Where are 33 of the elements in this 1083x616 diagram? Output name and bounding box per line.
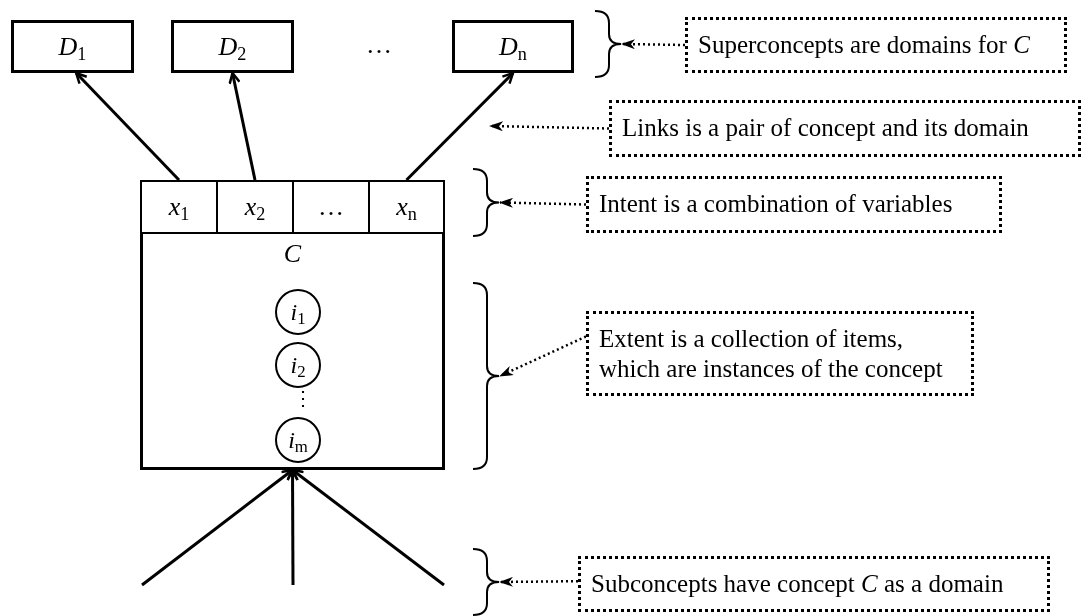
variable-cell: x$_{n}$ <box>368 180 445 234</box>
concept-label: C <box>282 239 303 269</box>
callout-box: Intent is a combination of variables <box>586 176 1002 233</box>
concept-box <box>140 180 445 470</box>
curly-bracket <box>472 548 500 616</box>
arrow <box>291 468 445 587</box>
item-circle: i$_{m}$ <box>275 417 321 463</box>
vertical-ellipsis: ⋮ <box>293 388 313 408</box>
callout-box: Subconcepts have concept C as a domain <box>578 556 1050 612</box>
arrow <box>74 71 181 182</box>
domain-box: D$_{1}$ <box>11 20 134 73</box>
variable-cell: x$_{2}$ <box>216 180 294 234</box>
arrow <box>141 468 294 587</box>
arrow <box>405 71 515 182</box>
item-circle: i$_{1}$ <box>275 289 321 335</box>
domain-box: D$_{2}$ <box>171 20 294 73</box>
domain-box: D$_{n}$ <box>452 20 574 73</box>
callout-box: Superconcepts are domains for C <box>685 17 1067 73</box>
curly-bracket <box>472 168 500 237</box>
curly-bracket <box>472 282 500 470</box>
item-circle: i$_{2}$ <box>275 342 321 388</box>
callout-box: Extent is a collection of items, which are instances of the concept <box>586 311 974 396</box>
variable-cell: x$_{1}$ <box>140 180 218 234</box>
variable-cell: … <box>292 180 370 234</box>
callout-box: Links is a pair of concept and its domain <box>609 100 1081 157</box>
leader-line <box>499 576 578 587</box>
ellipsis: … <box>366 30 392 60</box>
leader-line <box>499 335 587 378</box>
leader-line <box>489 121 610 132</box>
leader-line <box>499 197 587 208</box>
leader-line <box>621 39 686 50</box>
curly-bracket <box>594 10 622 78</box>
arrow <box>228 71 257 181</box>
